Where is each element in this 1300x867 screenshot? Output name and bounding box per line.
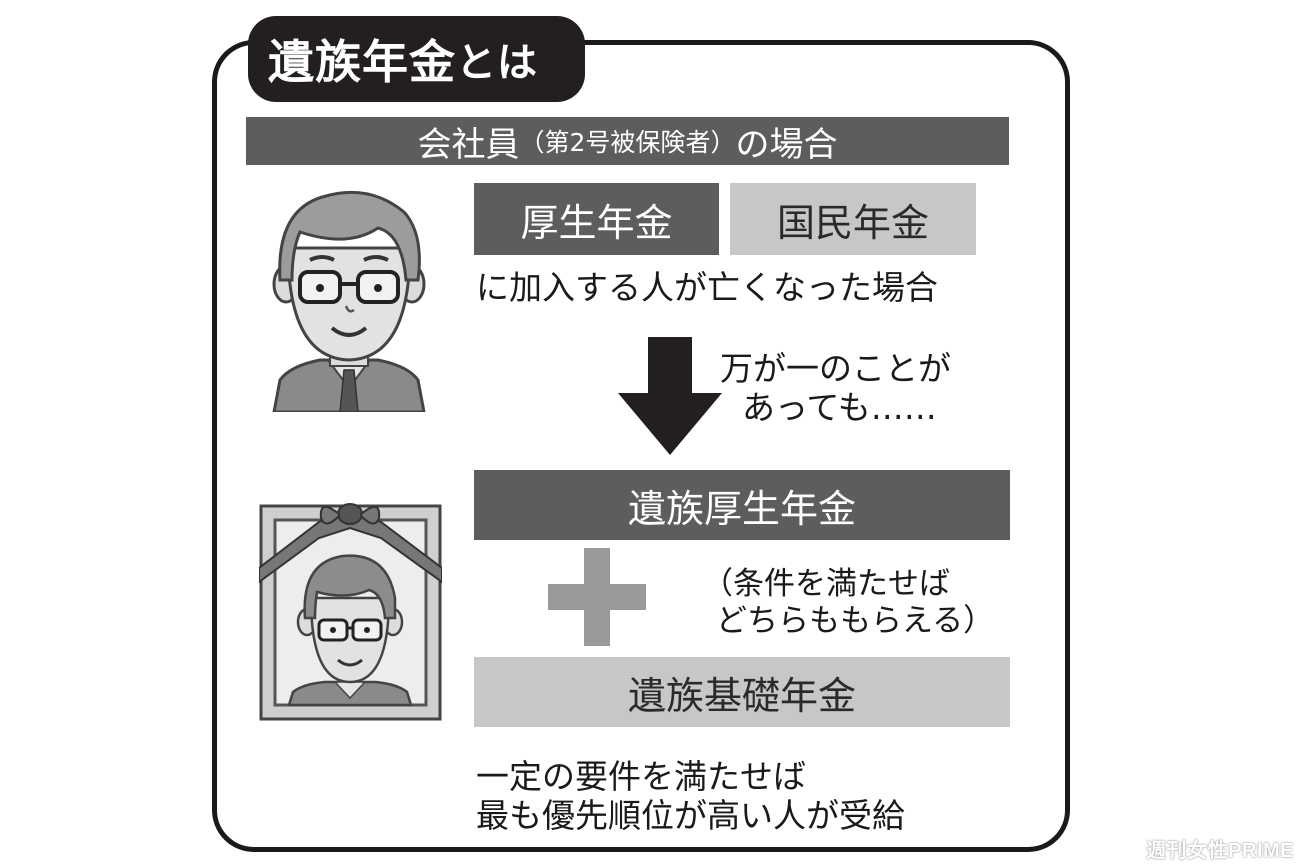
chance-text: 万が一のことが あっても…… [720,349,951,428]
office-worker-icon [272,190,426,412]
izoku-kiso-nenkin-label: 遺族基礎年金 [627,673,856,718]
section-header: 会社員（第2号被保険者）の場合 [246,117,1009,165]
kosei-nenkin-box: 厚生年金 [474,183,719,255]
condition-line-2: どちらももらえる） [716,602,995,639]
izoku-kosei-nenkin-box: 遺族厚生年金 [474,470,1010,540]
final-line-2: 最も優先順位が高い人が受給 [476,795,905,835]
chance-line-1: 万が一のことが [720,349,951,388]
down-arrow-icon [618,337,722,455]
plus-icon [548,548,646,646]
final-line-1: 一定の要件を満たせば [476,757,806,796]
section-header-paren: （第2号被保険者） [519,128,736,157]
section-header-prefix: 会社員 [417,124,520,165]
kokumin-nenkin-box: 国民年金 [730,183,976,255]
izoku-kosei-nenkin-label: 遺族厚生年金 [627,486,856,531]
title-main: 遺族年金 [268,35,456,89]
kokumin-nenkin-label: 国民年金 [776,200,929,245]
chance-line-2: あっても…… [742,387,937,427]
izoku-kiso-nenkin-box: 遺族基礎年金 [474,657,1010,727]
title-suffix: とは [456,40,538,86]
final-text: 一定の要件を満たせば 最も優先順位が高い人が受給 [476,757,905,836]
watermark: 週刊女性PRIME [1146,840,1294,862]
join-description: に加入する人が亡くなった場合 [476,268,938,307]
condition-text: （条件を満たせば どちらももらえる） [702,566,994,639]
condition-line-1: （条件を満たせば [702,566,950,602]
kosei-nenkin-label: 厚生年金 [520,200,673,245]
memorial-portrait-icon [259,503,442,721]
section-header-suffix: の場合 [735,124,838,165]
title-tab: 遺族年金とは [248,16,585,102]
